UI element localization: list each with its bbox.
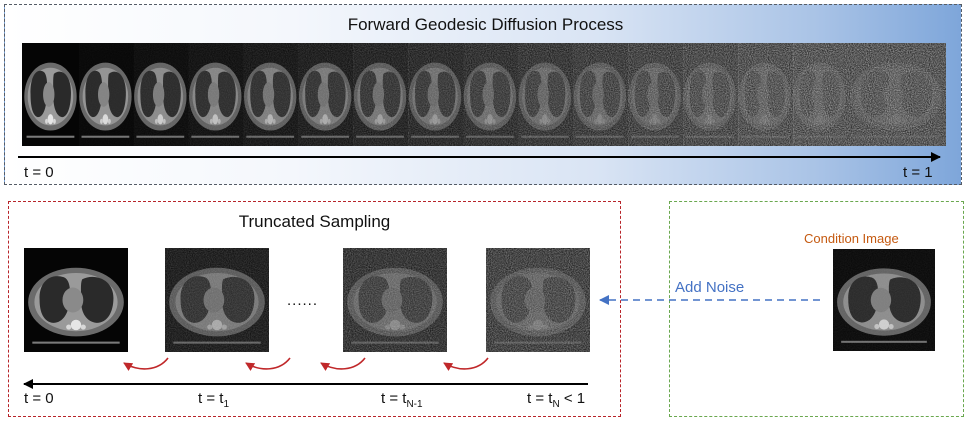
- forward-frame-0: [22, 43, 79, 146]
- forward-t-start-label: t = 0: [24, 164, 54, 181]
- step-arrow-4: [443, 357, 489, 371]
- condition-image: [833, 249, 935, 351]
- forward-frame-2: [131, 43, 189, 146]
- forward-frame-3: [186, 43, 244, 146]
- sampling-image-3: [486, 248, 590, 352]
- sampling-image-1: [165, 248, 269, 352]
- forward-frame-4: [241, 43, 299, 146]
- condition-image-title: Condition Image: [804, 231, 899, 246]
- forward-frame-7: [406, 43, 464, 146]
- sampling-ellipsis: ......: [287, 292, 319, 309]
- forward-frame-12: [681, 43, 739, 146]
- sampling-t0-label: t = 0: [24, 390, 54, 407]
- add-noise-label: Add Noise: [675, 279, 745, 296]
- sampling-t1-prefix: t = t: [198, 390, 224, 407]
- sampling-step-arrows: [123, 357, 489, 371]
- sampling-tn-label: t = tN < 1: [527, 390, 585, 410]
- forward-frame-11: [626, 43, 684, 146]
- forward-frame-10: [571, 43, 629, 146]
- forward-frame-9: [516, 43, 574, 146]
- forward-frame-5: [296, 43, 354, 146]
- forward-frame-14: [791, 43, 848, 146]
- sampling-t1-sub: 1: [223, 399, 229, 410]
- condition-panel: [669, 201, 964, 417]
- sampling-tn1-prefix: t = t: [381, 390, 407, 407]
- sampling-tn-sub: N: [552, 399, 560, 410]
- step-arrow-1: [123, 357, 169, 371]
- sampling-tn1-sub: N-1: [406, 399, 423, 410]
- forward-frames: [22, 43, 946, 146]
- truncated-sampling-panel: [8, 201, 621, 417]
- sampling-tn1-label: t = tN-1: [381, 390, 423, 410]
- sampling-tn-suffix: < 1: [559, 390, 586, 407]
- forward-process-title: Forward Geodesic Diffusion Process: [347, 15, 624, 34]
- forward-frame-1: [76, 43, 134, 146]
- sampling-image-0: [24, 248, 128, 352]
- condition-ct-image: [833, 249, 935, 351]
- truncated-sampling-title: Truncated Sampling: [238, 212, 391, 231]
- forward-frame-6: [351, 43, 409, 146]
- sampling-image-2: [343, 248, 447, 352]
- forward-frame-8: [461, 43, 519, 146]
- forward-frame-13: [736, 43, 794, 146]
- step-arrow-2: [245, 357, 291, 371]
- step-arrow-3: [320, 357, 366, 371]
- sampling-images: [24, 248, 590, 352]
- sampling-t1-label: t = t1: [198, 390, 229, 410]
- forward-t-end-label: t = 1: [903, 164, 933, 181]
- sampling-tn-prefix: t = t: [527, 390, 553, 407]
- forward-frame-15: [846, 43, 946, 146]
